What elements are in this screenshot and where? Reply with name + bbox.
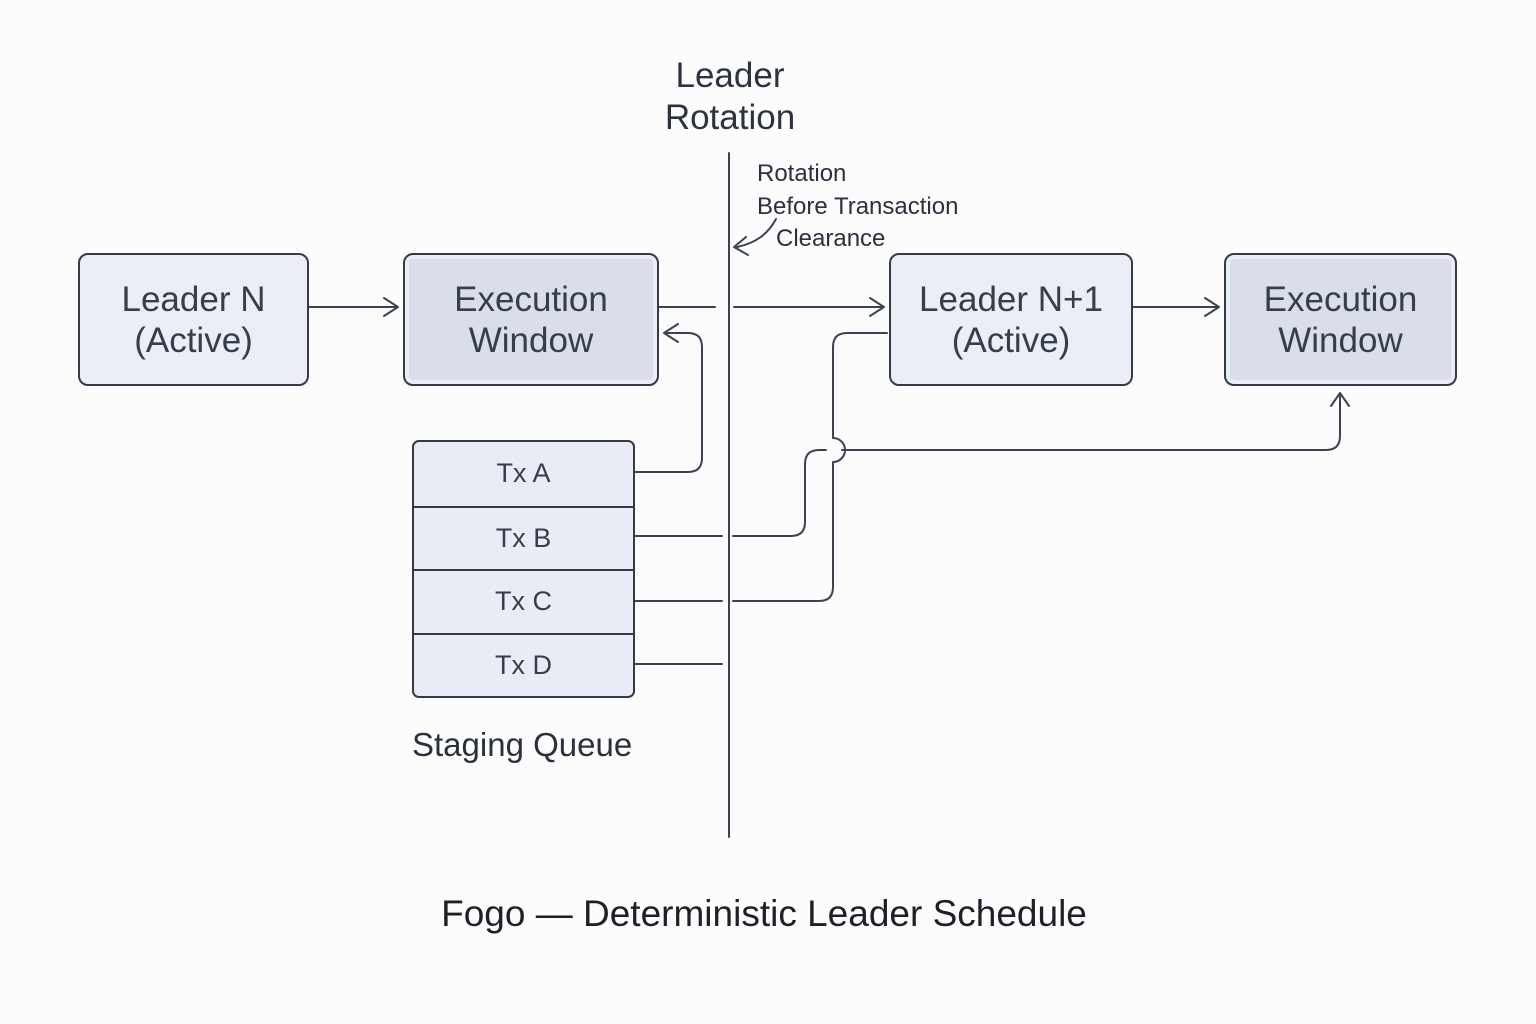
queue-item-tx-a: Tx A xyxy=(496,458,551,489)
node-leader-n: Leader N (Active) xyxy=(78,253,309,386)
connector-tx-c-to-leader-n1 xyxy=(634,332,888,602)
node-label-line2: Window xyxy=(468,320,594,360)
annotation-line3: Clearance xyxy=(776,225,886,252)
annotation-line2: Before Transaction xyxy=(757,192,959,220)
arrowhead-left-icon xyxy=(733,236,749,256)
diagram-caption: Fogo — Deterministic Leader Schedule xyxy=(441,893,1087,934)
heading-line2: Rotation xyxy=(664,98,796,137)
arrowhead-right-icon xyxy=(869,297,885,317)
node-label-line1: Execution xyxy=(1263,279,1418,319)
node-execution-window-right: Execution Window xyxy=(1224,253,1457,386)
heading-line1: Leader xyxy=(675,56,785,95)
queue-item-tx-b: Tx B xyxy=(414,505,633,570)
node-label-line1: Leader N+1 xyxy=(919,279,1103,319)
connector-tx-a-to-execution-window xyxy=(634,332,703,473)
arrowhead-right-icon xyxy=(1204,297,1220,317)
node-label-line1: Leader N xyxy=(121,279,266,319)
annotation-arrow-curve xyxy=(736,218,777,248)
staging-queue-label: Staging Queue xyxy=(412,726,633,763)
arrowhead-right-icon xyxy=(383,297,399,317)
node-label-line2: (Active) xyxy=(134,320,253,360)
arrowhead-left-icon xyxy=(663,323,679,343)
arrowhead-up-icon xyxy=(1330,392,1350,407)
node-label-line2: (Active) xyxy=(951,320,1071,360)
annotation-line1: Rotation xyxy=(757,160,847,187)
node-execution-window-left: Execution Window xyxy=(403,253,659,386)
rotation-annotation: Rotation Before Transaction Clearance xyxy=(757,158,958,256)
node-leader-n-plus-1: Leader N+1 (Active) xyxy=(889,253,1133,386)
queue-item-tx-d: Tx D xyxy=(414,632,633,697)
staging-queue: Tx A Tx B Tx C Tx D xyxy=(412,440,635,698)
leader-rotation-heading: Leader Rotation xyxy=(665,55,795,139)
queue-item-tx-c: Tx C xyxy=(414,569,633,633)
connector-tx-b-to-execution-window-right xyxy=(634,393,1341,537)
node-label-line2: Window xyxy=(1278,320,1403,360)
node-label-line1: Execution xyxy=(454,279,608,319)
